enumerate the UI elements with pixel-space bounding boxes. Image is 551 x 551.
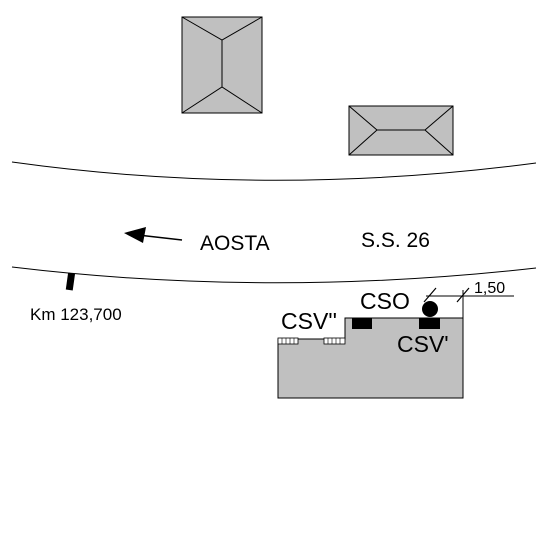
road-name: S.S. 26 xyxy=(361,229,430,252)
km-marker xyxy=(65,272,76,291)
distance-label: 1,50 xyxy=(474,280,505,297)
building-right xyxy=(348,105,454,156)
distance-dimension xyxy=(423,287,514,318)
csv-double-prime-block xyxy=(352,318,372,329)
csv-prime-block xyxy=(419,318,440,329)
road-edge-top xyxy=(11,161,537,181)
grille-left xyxy=(277,337,299,345)
km-label: Km 123,700 xyxy=(30,305,122,324)
csv-double-prime-label: CSV'' xyxy=(281,308,337,334)
building-top xyxy=(181,16,263,114)
direction-arrow-icon xyxy=(124,227,183,243)
csv-prime-label: CSV' xyxy=(397,331,449,357)
direction-label: AOSTA xyxy=(200,232,270,255)
cso-label: CSO xyxy=(360,288,410,314)
cso-circle xyxy=(422,301,438,317)
grille-right xyxy=(323,337,346,345)
road-edge-bottom xyxy=(11,266,537,284)
